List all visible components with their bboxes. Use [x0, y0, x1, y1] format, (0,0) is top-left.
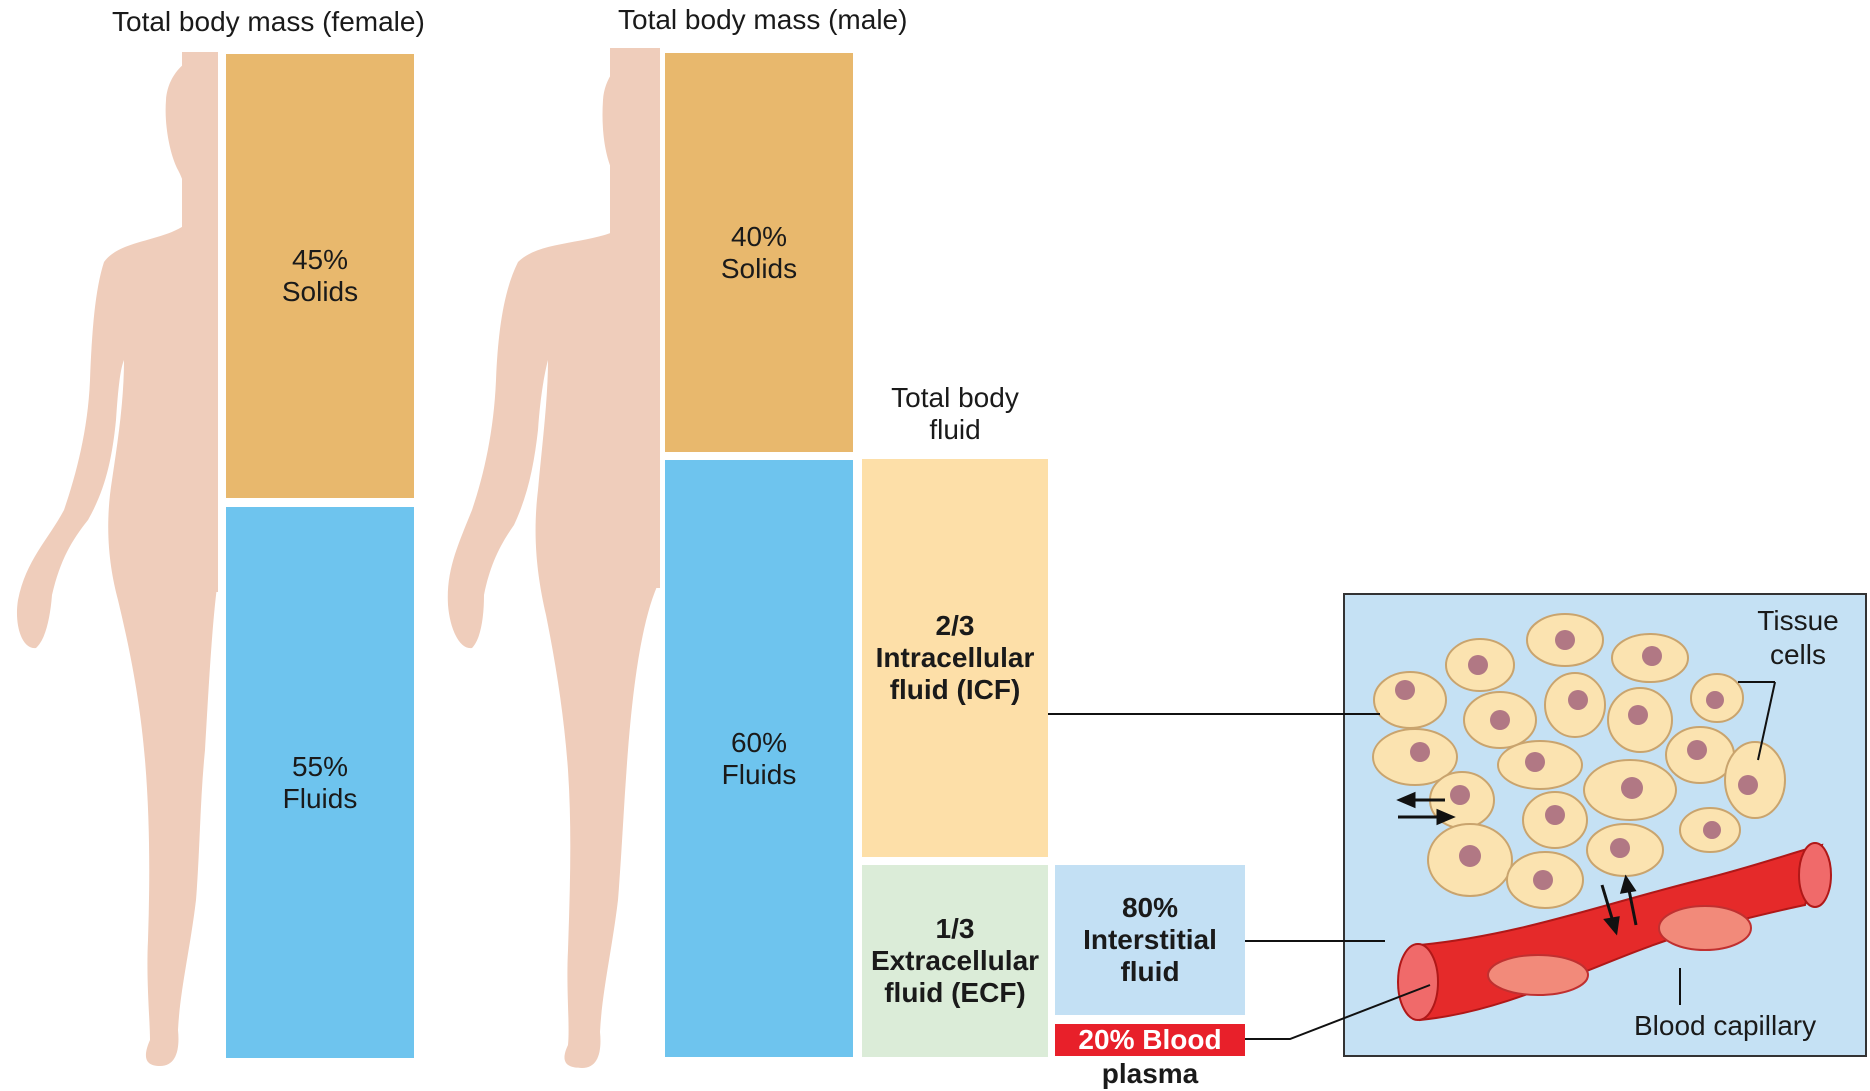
female-solids-label: Solids — [282, 276, 358, 308]
icf-line2: fluid (ICF) — [890, 674, 1021, 706]
male-fluids-bar: 60% Fluids — [665, 460, 853, 1057]
blood-capillary-label: Blood capillary — [1634, 1010, 1816, 1042]
female-solids-bar: 45% Solids — [226, 54, 414, 498]
interstitial-line1: Interstitial — [1083, 924, 1217, 956]
plasma-line2: plasma — [1055, 1058, 1245, 1090]
ecf-line1: Extracellular — [871, 945, 1039, 977]
total-fluid-line2: fluid — [929, 414, 980, 446]
plasma-block: 20% Blood — [1055, 1024, 1245, 1056]
male-solids-pct: 40% — [731, 221, 787, 253]
male-silhouette-core — [610, 48, 660, 588]
male-fluids-label: Fluids — [722, 759, 797, 791]
tissue-cells-label: Tissue cells — [1748, 604, 1848, 672]
ecf-fraction: 1/3 — [936, 913, 975, 945]
female-fluids-pct: 55% — [292, 751, 348, 783]
tissue-label-line2: cells — [1748, 638, 1848, 672]
capillary-end-left — [1398, 944, 1438, 1020]
interstitial-pct: 80% — [1122, 892, 1178, 924]
male-solids-label: Solids — [721, 253, 797, 285]
icf-block: 2/3 Intracellular fluid (ICF) — [862, 459, 1048, 857]
ecf-block: 1/3 Extracellular fluid (ECF) — [862, 865, 1048, 1057]
interstitial-line2: fluid — [1120, 956, 1179, 988]
female-title: Total body mass (female) — [112, 6, 425, 38]
female-fluids-bar: 55% Fluids — [226, 507, 414, 1058]
male-fluids-pct: 60% — [731, 727, 787, 759]
icf-fraction: 2/3 — [936, 610, 975, 642]
interstitial-block: 80% Interstitial fluid — [1055, 865, 1245, 1015]
total-body-fluid-heading: Total body fluid — [862, 380, 1048, 448]
capillary-end-right — [1799, 843, 1831, 907]
ecf-line2: fluid (ECF) — [884, 977, 1026, 1009]
icf-line1: Intracellular — [876, 642, 1035, 674]
female-fluids-label: Fluids — [283, 783, 358, 815]
female-silhouette-core — [182, 52, 218, 592]
female-solids-pct: 45% — [292, 244, 348, 276]
male-title: Total body mass (male) — [618, 4, 907, 36]
plasma-line1: 20% Blood — [1078, 1024, 1221, 1056]
tissue-label-line1: Tissue — [1748, 604, 1848, 638]
red-blood-cell — [1659, 906, 1751, 950]
male-solids-bar: 40% Solids — [665, 53, 853, 452]
total-fluid-line1: Total body — [891, 382, 1019, 414]
red-blood-cell — [1488, 955, 1588, 995]
